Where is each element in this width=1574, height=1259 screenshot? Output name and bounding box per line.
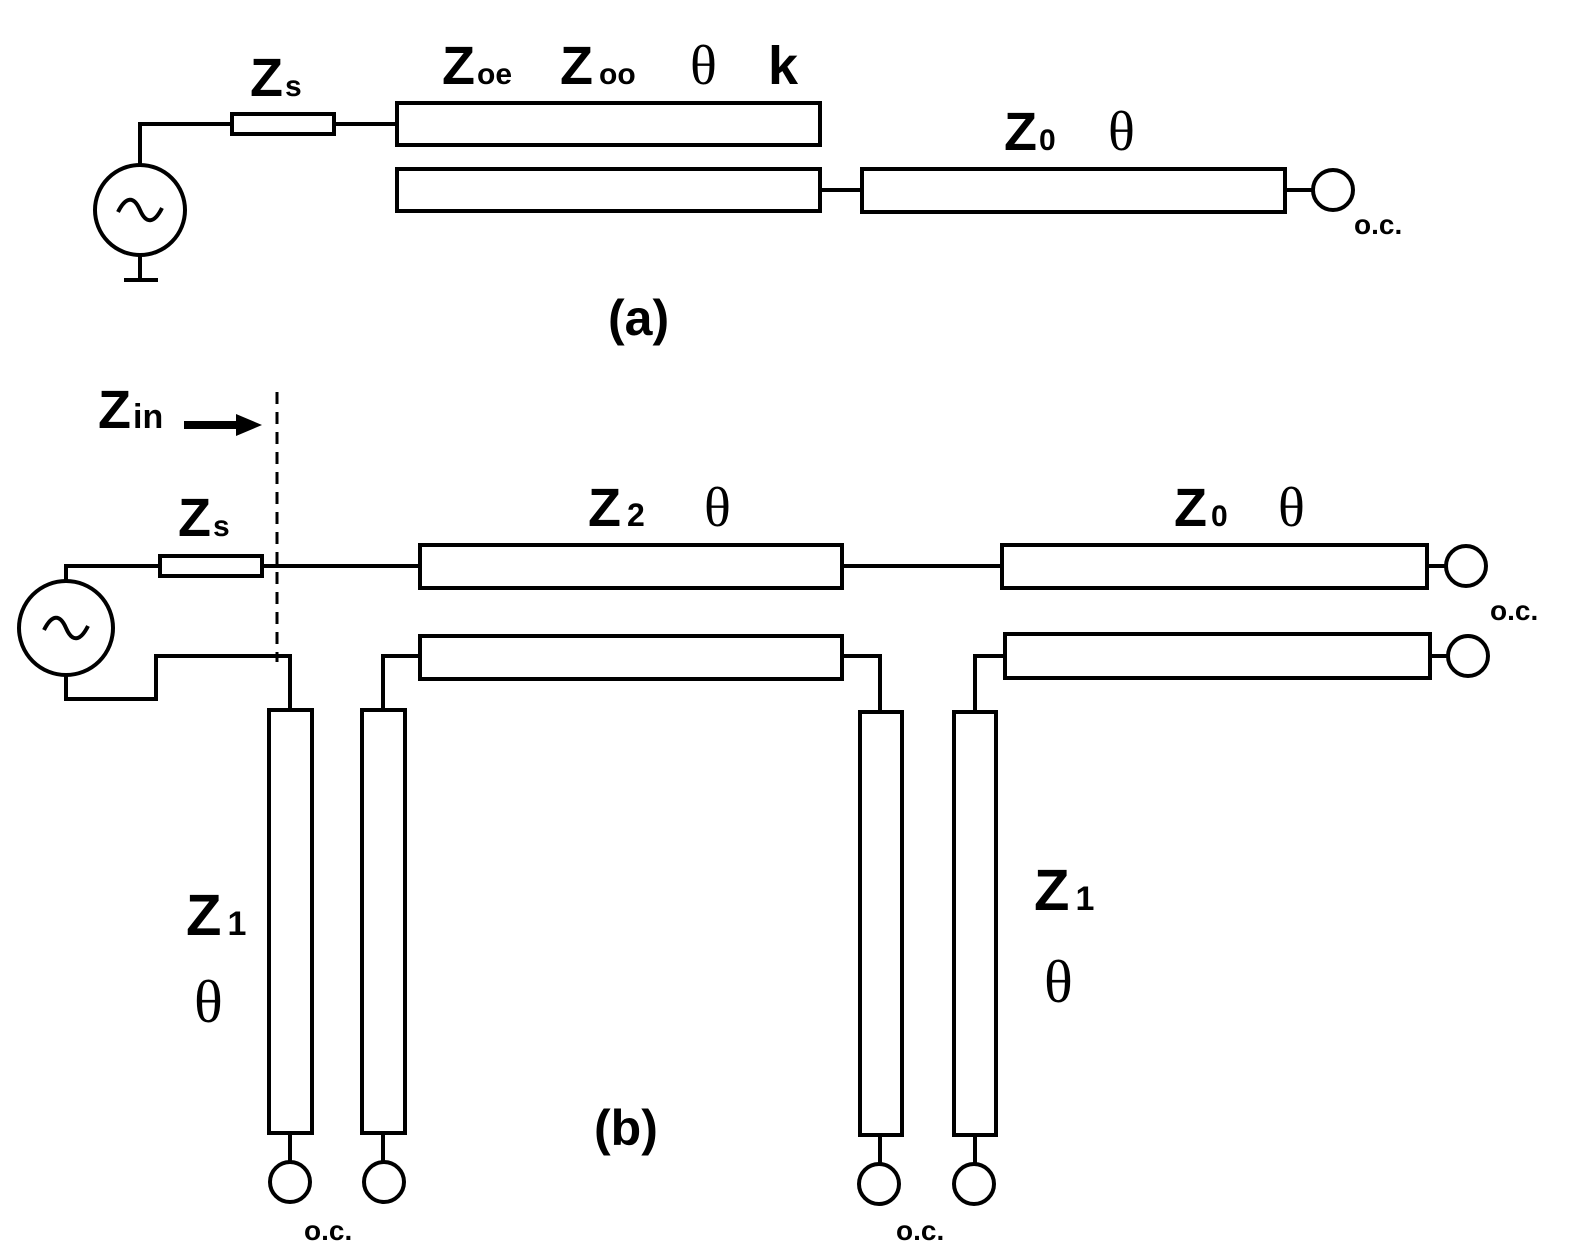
open-circuit-terminal-stub4 bbox=[952, 1162, 996, 1206]
oc-label-b-bottom-right: o.c. bbox=[896, 1215, 944, 1246]
open-circuit-terminal-a bbox=[1311, 168, 1355, 212]
stub-line-4 bbox=[952, 710, 998, 1137]
theta-label-right: θ bbox=[1044, 949, 1073, 1015]
ac-source-b-wave bbox=[42, 615, 90, 641]
coupled-line-top-a bbox=[395, 101, 822, 147]
wire-source-to-zs-a bbox=[138, 122, 232, 165]
z0-line-a bbox=[860, 167, 1287, 214]
oc-label-b-bottom-left: o.c. bbox=[304, 1215, 352, 1246]
stub-line-1 bbox=[267, 708, 314, 1135]
z2-line-bottom-b bbox=[418, 634, 844, 681]
ac-source-a-wave bbox=[116, 197, 164, 223]
oc-label-a: o.c. bbox=[1354, 209, 1402, 240]
stub-line-3 bbox=[858, 710, 904, 1137]
k-label-a: k bbox=[768, 36, 799, 96]
panel-b: Zin bbox=[17, 380, 1538, 1246]
caption-a: (a) bbox=[608, 290, 669, 346]
zin-arrow-head bbox=[236, 414, 262, 436]
z0-label-a: Z0 bbox=[1004, 102, 1056, 162]
zoe-label-a: Zoe bbox=[442, 36, 512, 96]
wire-source-return-b bbox=[64, 654, 292, 710]
open-circuit-terminal-stub1 bbox=[268, 1160, 312, 1204]
zs-label-a: Zs bbox=[250, 48, 302, 108]
wire-z2-bottom-right-to-stub bbox=[842, 654, 882, 712]
open-circuit-terminal-b-top bbox=[1444, 544, 1488, 588]
caption-b: (b) bbox=[594, 1100, 658, 1156]
z0-line-bottom-b bbox=[1003, 632, 1432, 680]
oc-label-b-right: o.c. bbox=[1490, 595, 1538, 626]
theta-label-b-z2: θ bbox=[704, 477, 731, 539]
open-circuit-terminal-stub2 bbox=[362, 1160, 406, 1204]
zs-resistor-b bbox=[158, 554, 264, 578]
wire-z2-bottom-left-to-stub bbox=[381, 654, 420, 710]
open-circuit-terminal-stub3 bbox=[857, 1162, 901, 1206]
open-circuit-terminal-b-bottom bbox=[1446, 634, 1490, 678]
theta-label-a-z0: θ bbox=[1108, 101, 1135, 163]
zin-label-b: Zin bbox=[98, 380, 163, 440]
wire-z0-bottom-left-to-stub bbox=[973, 654, 1005, 712]
coupled-line-bottom-a bbox=[395, 167, 822, 213]
z2-line-top-b bbox=[418, 543, 844, 590]
zs-resistor-a bbox=[230, 112, 336, 136]
zs-label-b: Zs bbox=[178, 488, 230, 548]
theta-label-left: θ bbox=[194, 969, 223, 1035]
theta-label-a-coupled: θ bbox=[690, 35, 717, 97]
theta-label-b-z0: θ bbox=[1278, 477, 1305, 539]
z0-line-top-b bbox=[1000, 543, 1429, 590]
stub-line-2 bbox=[360, 708, 407, 1135]
wire-source-to-zs-b bbox=[64, 564, 160, 581]
